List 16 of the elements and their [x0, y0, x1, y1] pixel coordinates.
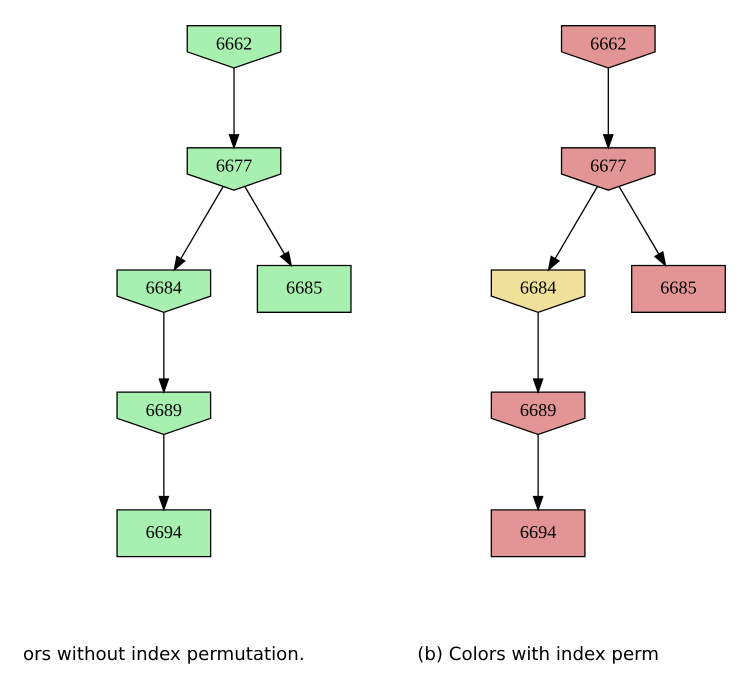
- arrow: [228, 68, 240, 150]
- arrow: [532, 312, 544, 394]
- node-box: 6685: [631, 264, 726, 312]
- arrow: [244, 186, 292, 267]
- arrow: [548, 186, 598, 272]
- arrow: [618, 186, 666, 267]
- label: (b) Colors with index perm: [417, 644, 660, 665]
- arrow: [532, 434, 544, 512]
- arrow: [158, 434, 170, 512]
- arrow: [158, 312, 170, 394]
- arrow: [173, 186, 224, 272]
- node-box: 6694: [116, 508, 212, 557]
- node-box: 6694: [490, 508, 586, 557]
- arrow: [602, 68, 614, 150]
- node-box: 6685: [256, 264, 352, 312]
- label: ors without index permutation.: [23, 644, 305, 665]
